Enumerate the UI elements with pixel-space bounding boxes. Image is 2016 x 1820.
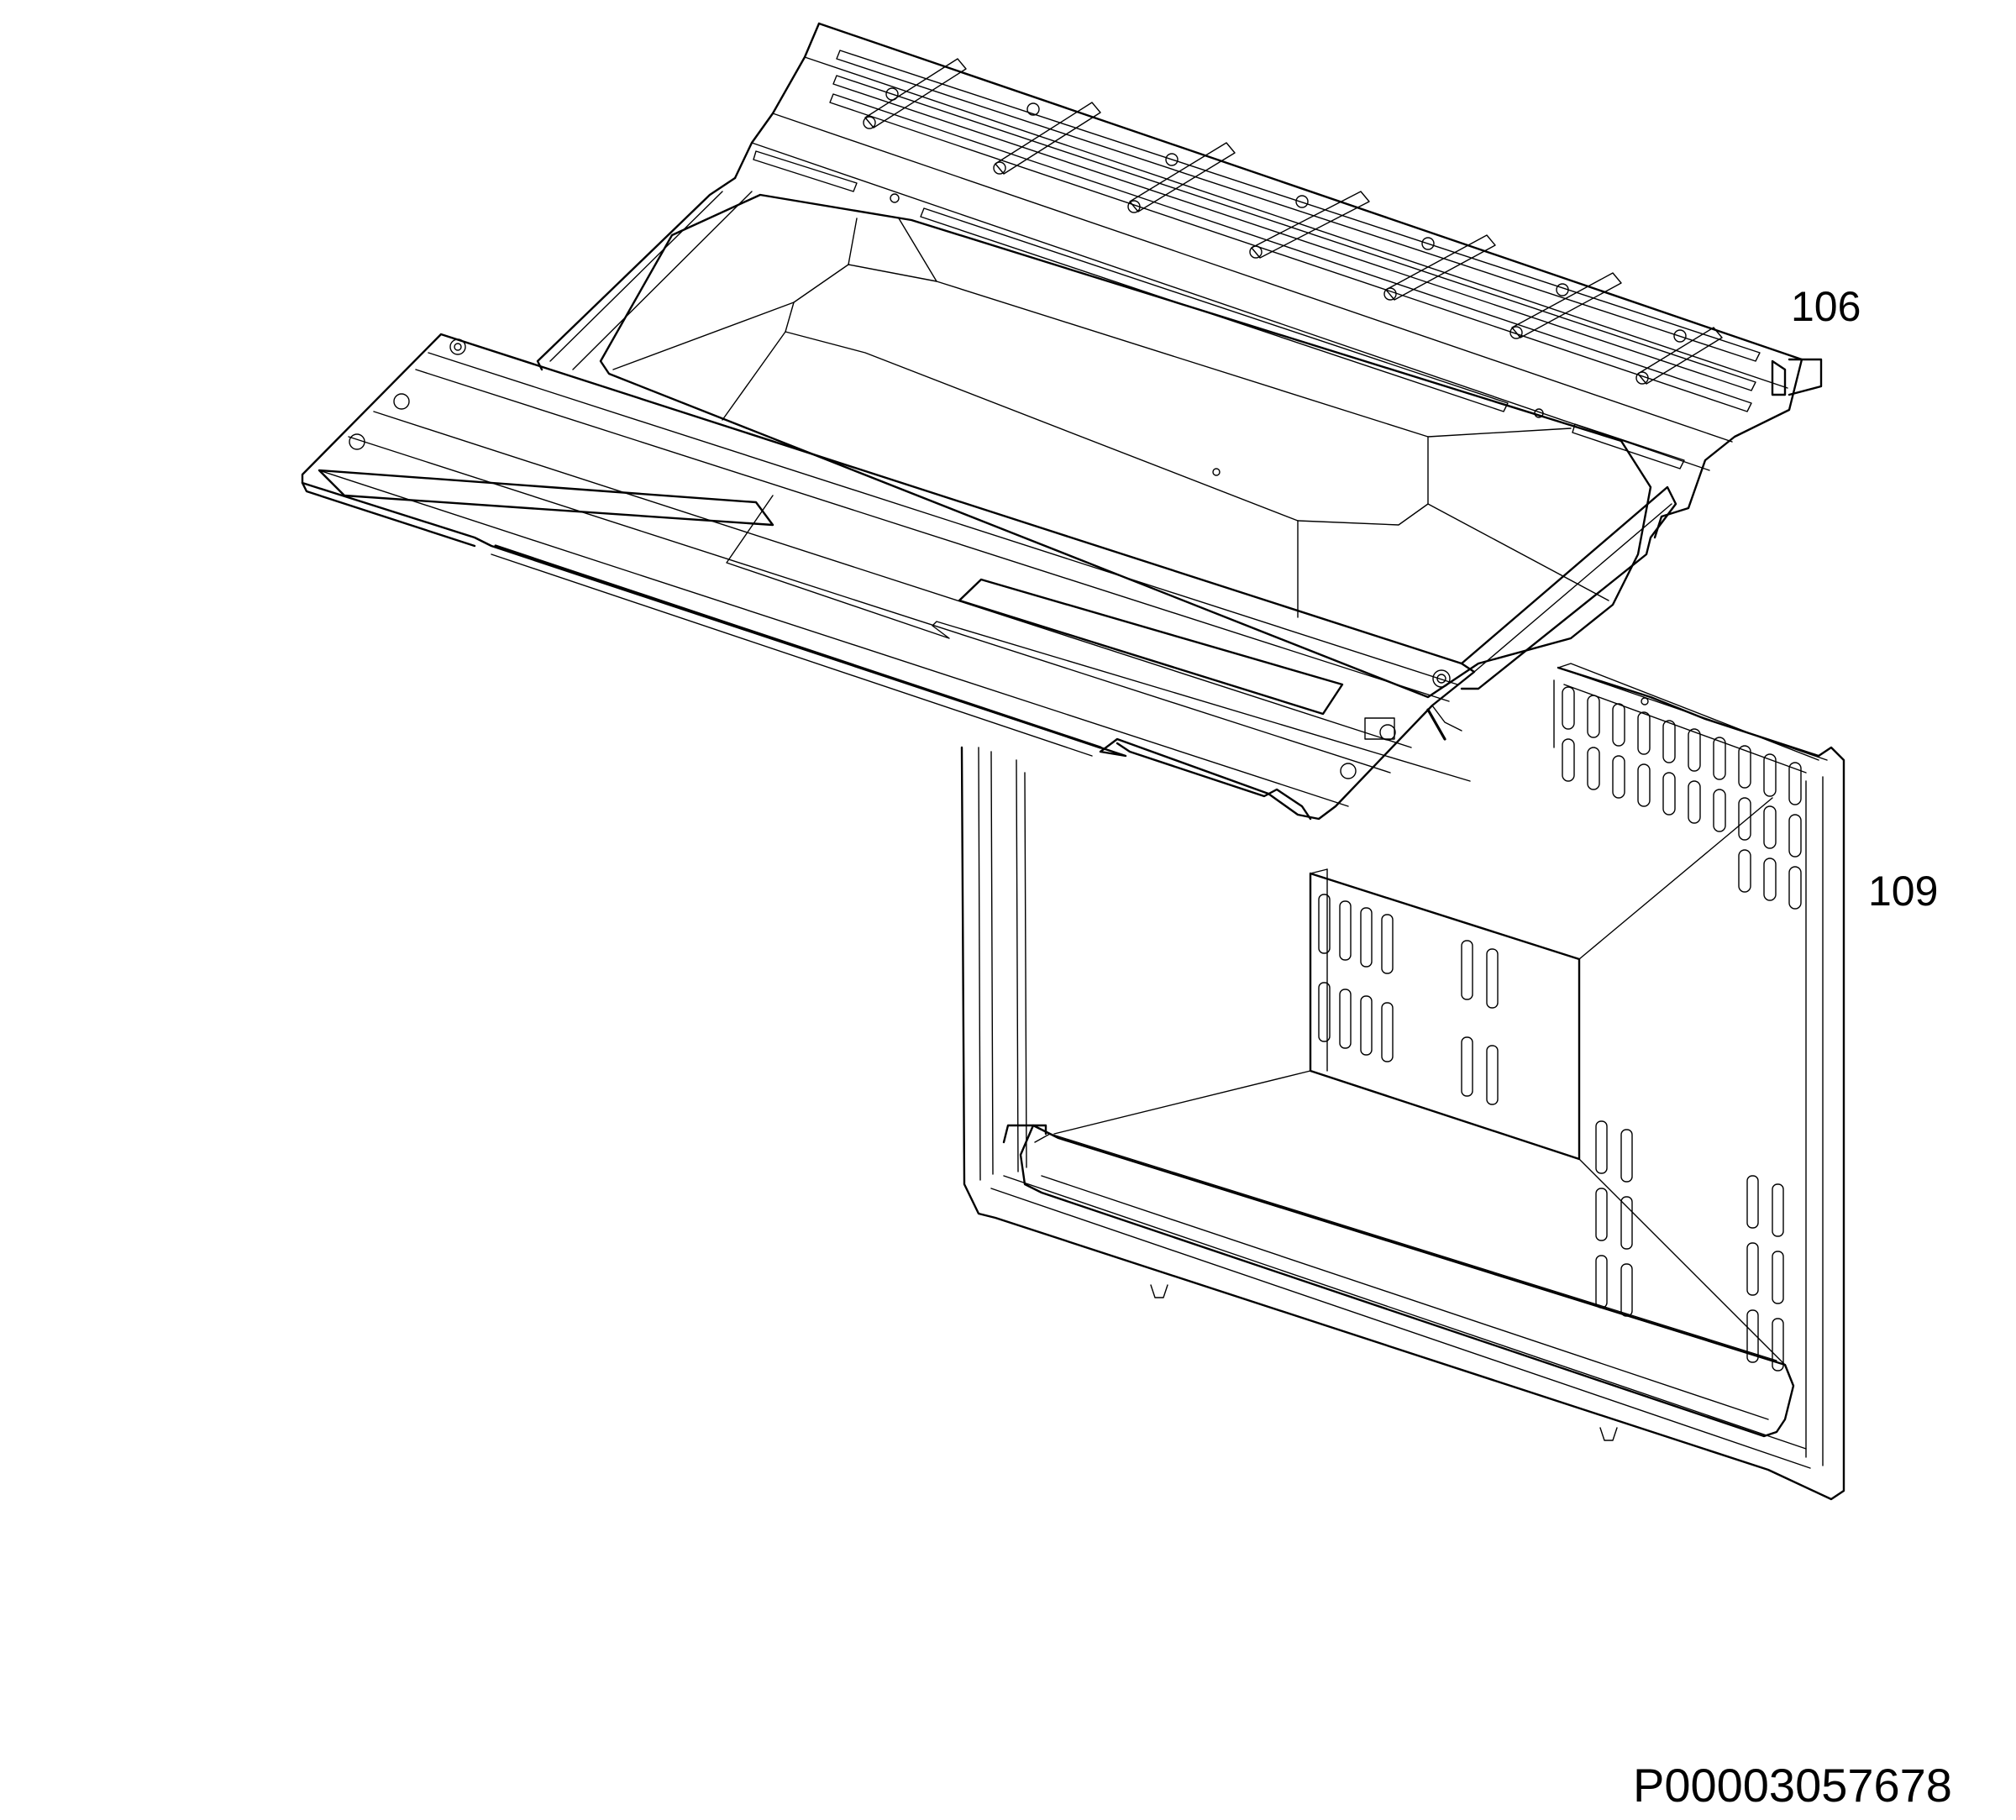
recessed-pan xyxy=(599,193,1652,699)
part-number-109: 109 xyxy=(1868,868,1939,915)
oven-cavity-drawing xyxy=(960,663,1845,1501)
drawing-reference-code: P00003057678 xyxy=(1633,1759,1952,1812)
part-number-106: 106 xyxy=(1791,283,1861,330)
cavity-top-slots xyxy=(1562,686,1802,910)
rear-rail-slots xyxy=(753,50,1761,469)
rail-crossbraces xyxy=(863,58,1723,418)
top-panel-drawing xyxy=(301,22,1823,821)
cavity-back-slots xyxy=(1318,894,1499,1105)
cavity-side-slots xyxy=(1595,1120,1784,1372)
